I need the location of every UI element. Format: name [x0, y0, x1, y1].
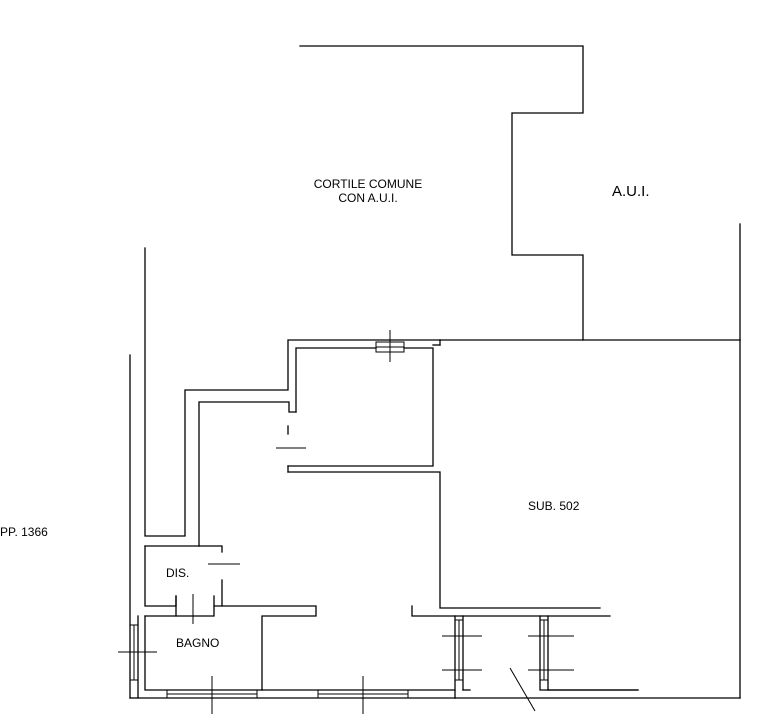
- label-dis: DIS.: [166, 566, 190, 580]
- door-swing: [509, 667, 536, 712]
- label-sub-502: SUB. 502: [528, 499, 580, 513]
- window-ticks: [118, 330, 574, 714]
- label-cortile-comune: CORTILE COMUNE CON A.U.I.: [300, 177, 436, 206]
- courtyard-boundary: [129, 247, 441, 699]
- label-aui: A.U.I.: [612, 183, 650, 200]
- label-pp-1366: PP. 1366: [0, 525, 48, 539]
- apartment-walls: [129, 339, 741, 699]
- label-cortile-line1: CORTILE COMUNE: [313, 177, 423, 191]
- label-cortile-line2: CON A.U.I.: [338, 190, 398, 205]
- neighbour-outline: [299, 45, 741, 341]
- label-bagno: BAGNO: [176, 636, 220, 650]
